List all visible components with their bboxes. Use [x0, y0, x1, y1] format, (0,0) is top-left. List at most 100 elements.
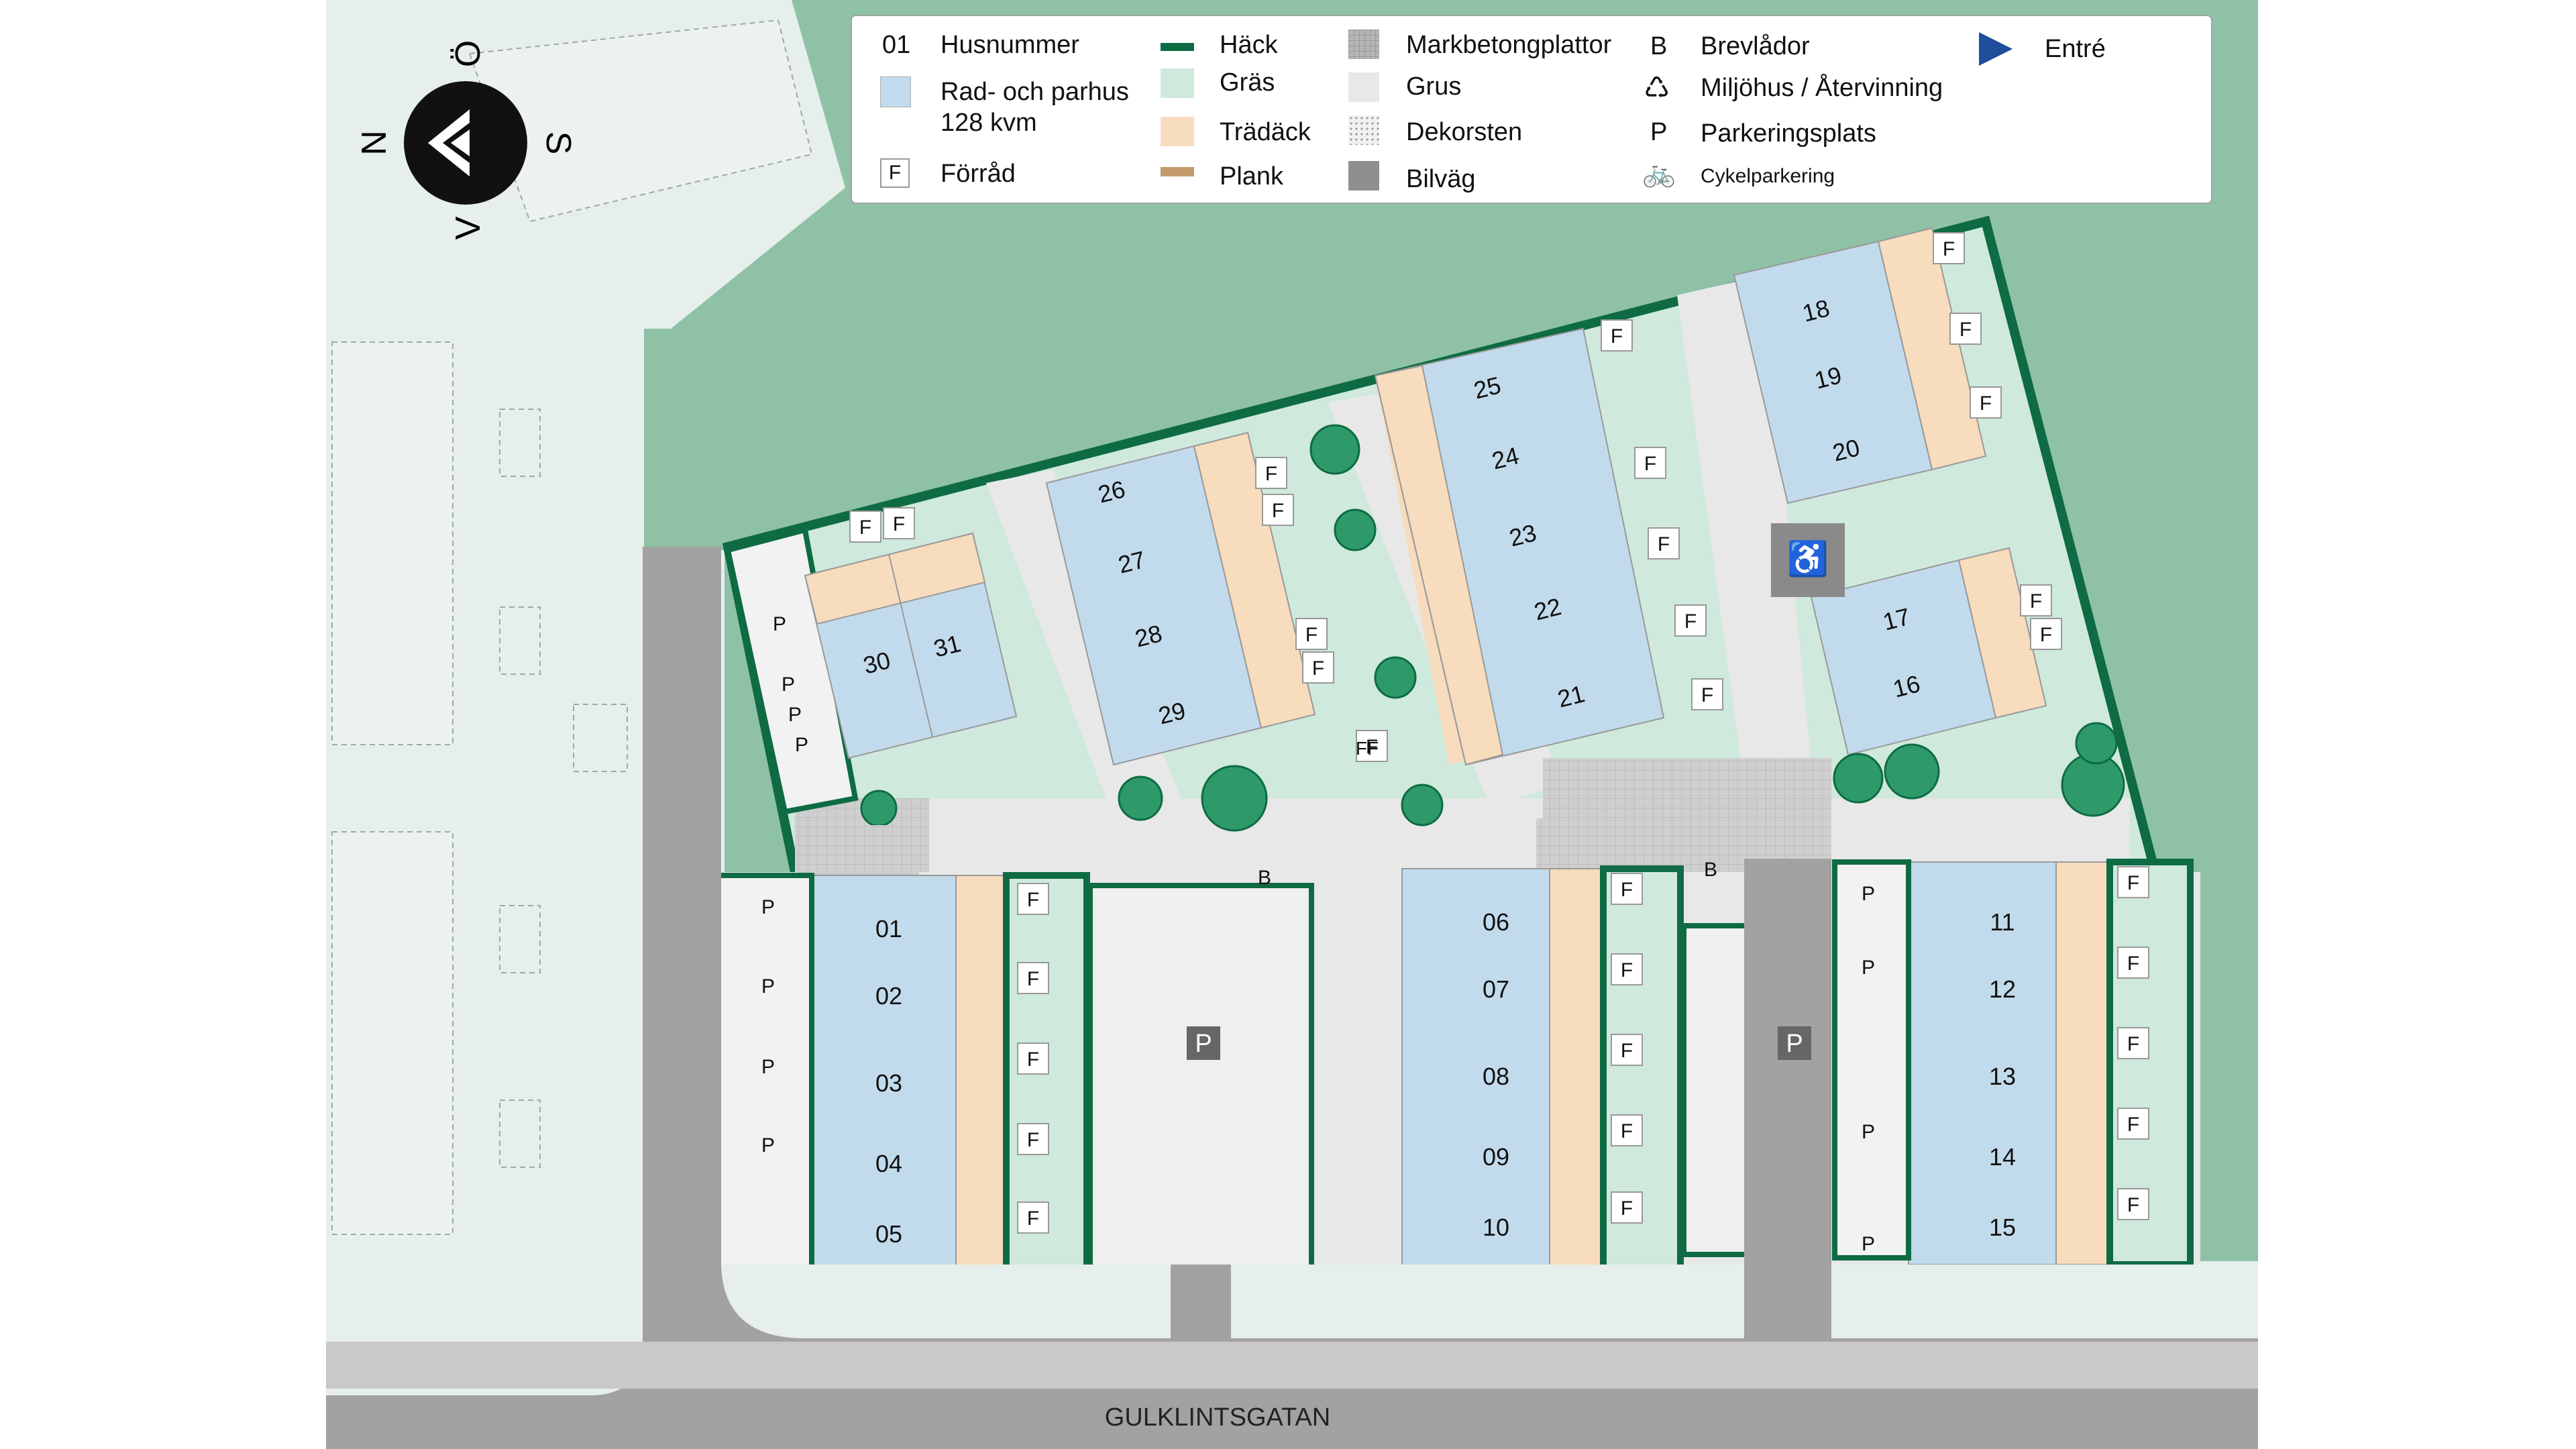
- storage-f-12: F: [2127, 953, 2139, 975]
- house-number-31: 31: [931, 629, 964, 662]
- parking-p-upper-1: P: [773, 613, 786, 635]
- storage-f-7: F: [1621, 959, 1633, 981]
- house-block-30-31: [804, 532, 1018, 759]
- storage-f-5: F: [1027, 1208, 1039, 1230]
- storage-f-15: F: [2127, 1194, 2139, 1216]
- storage-f-2-box: [1017, 962, 1049, 994]
- bike-parking-ff: FF: [1356, 738, 1379, 759]
- parking-strip-11: [1832, 859, 1911, 1260]
- legend-label-cykel: Cykelparkering: [1701, 165, 1835, 187]
- house-number-15: 15: [1989, 1214, 2016, 1241]
- storage-f-13-box: [2117, 1027, 2149, 1059]
- house-number-05: 05: [875, 1220, 902, 1248]
- house-block-16-17: [1810, 547, 2047, 756]
- storage-f-9: F: [1621, 1120, 1633, 1142]
- storage-f-8-box: [1611, 1034, 1643, 1066]
- mailbox-b-2: B: [1704, 859, 1717, 881]
- house-swatch: [880, 76, 911, 107]
- storage-f-upper-14-box: [1970, 386, 2002, 419]
- storage-f-4-box: [1017, 1123, 1049, 1155]
- house-number-27: 27: [1116, 545, 1148, 578]
- compass-v: V: [449, 216, 488, 239]
- storage-f-upper-11-box: [1691, 678, 1723, 710]
- storage-f-upper-2-box: [883, 507, 915, 539]
- storage-f-upper-3: F: [1265, 463, 1277, 485]
- legend-label-brevlador: Brevlådor: [1701, 32, 1810, 60]
- storage-f-1-box: [1017, 883, 1049, 915]
- legend-label-gras: Gräs: [1220, 68, 1275, 97]
- parking-p-1: P: [761, 896, 775, 918]
- recycle-icon: ♺: [1644, 72, 1670, 105]
- legend-key-01: 01: [882, 31, 911, 59]
- storage-f-2: F: [1027, 968, 1039, 990]
- legend-label-radhus: Rad- och parhus: [941, 78, 1129, 106]
- house-number-29: 29: [1156, 696, 1189, 729]
- storage-f-upper-14: F: [1980, 392, 1992, 415]
- house-block-18-20: [1733, 227, 1987, 504]
- storage-f-10-box: [1611, 1191, 1643, 1224]
- parking-p-5: P: [1862, 883, 1875, 905]
- storage-f-upper-5-box: [1295, 618, 1328, 650]
- legend-label-miljohus: Miljöhus / Återvinning: [1701, 74, 1943, 102]
- wheelchair-icon: ♿: [1787, 539, 1829, 578]
- storage-f-upper-8: F: [1644, 453, 1656, 475]
- gravel-swatch: [1348, 72, 1379, 102]
- storage-f-14: F: [2127, 1114, 2139, 1136]
- storage-f-upper-16-box: [2030, 618, 2062, 650]
- parking-p-upper-2: P: [782, 674, 795, 696]
- road-swatch: [1348, 161, 1379, 191]
- storage-f-upper-4-box: [1262, 494, 1294, 526]
- hedge-swatch: [1161, 43, 1194, 51]
- storage-f-upper-15-box: [2020, 584, 2052, 616]
- compass-o: Ö: [449, 40, 488, 67]
- house-number-13: 13: [1989, 1063, 2016, 1090]
- house-number-21: 21: [1555, 680, 1588, 712]
- parking-p-6: P: [1862, 957, 1875, 979]
- house-number-30: 30: [861, 646, 894, 679]
- grass-swatch: [1161, 68, 1194, 98]
- legend-label-tradack: Trädäck: [1220, 118, 1311, 146]
- paving-swatch: [1348, 30, 1379, 59]
- storage-f-upper-7-box: [1601, 319, 1633, 352]
- parking-sign-1: [1187, 1026, 1220, 1060]
- house-number-03: 03: [875, 1069, 902, 1097]
- legend-label-forrad: Förråd: [941, 160, 1016, 188]
- house-block-21-25: [1374, 327, 1665, 766]
- storage-f-upper-4: F: [1272, 500, 1284, 522]
- legend-label-hack: Häck: [1220, 31, 1278, 59]
- storage-f-upper-11: F: [1701, 684, 1713, 706]
- storage-f-9-box: [1611, 1114, 1643, 1146]
- parking-p-2: P: [761, 975, 775, 998]
- legend-label-plank: Plank: [1220, 162, 1284, 191]
- storage-f-upper-15: F: [2030, 590, 2042, 612]
- storage-f-upper-9-box: [1648, 527, 1680, 559]
- storage-f-upper-9: F: [1658, 533, 1670, 555]
- house-number-24: 24: [1489, 441, 1522, 474]
- storage-f-13: F: [2127, 1033, 2139, 1055]
- house-number-17: 17: [1880, 602, 1913, 635]
- storage-f-7-box: [1611, 953, 1643, 985]
- parking-p-upper-4: P: [795, 734, 808, 756]
- street-name: GULKLINTSGATAN: [1105, 1403, 1330, 1432]
- storage-f-5-box: [1017, 1201, 1049, 1234]
- storage-f-11: F: [2127, 872, 2139, 894]
- storage-f-12-box: [2117, 947, 2149, 979]
- house-number-22: 22: [1532, 592, 1564, 625]
- map-labels: 0102030405060708091011121314151617181920…: [761, 232, 2149, 1255]
- storage-f-upper-5: F: [1305, 624, 1318, 646]
- house-number-19: 19: [1812, 361, 1845, 394]
- storage-f-upper-13: F: [1960, 319, 1972, 341]
- parking-p-4: P: [761, 1134, 775, 1157]
- house-number-11: 11: [1990, 908, 2015, 936]
- storage-f-upper-7: F: [1611, 325, 1623, 347]
- storage-f-upper-2: F: [893, 513, 905, 535]
- parking-key: P: [1650, 118, 1668, 146]
- parking-p-3: P: [761, 1056, 775, 1078]
- house-number-12: 12: [1989, 975, 2016, 1003]
- house-number-02: 02: [875, 982, 902, 1010]
- parking-lot-left: [1087, 883, 1314, 1277]
- bike-icon: 🚲: [1642, 158, 1676, 188]
- storage-f-upper-1-box: [849, 511, 881, 543]
- storage-f-upper-12-box: [1933, 232, 1965, 264]
- house-number-07: 07: [1483, 975, 1509, 1003]
